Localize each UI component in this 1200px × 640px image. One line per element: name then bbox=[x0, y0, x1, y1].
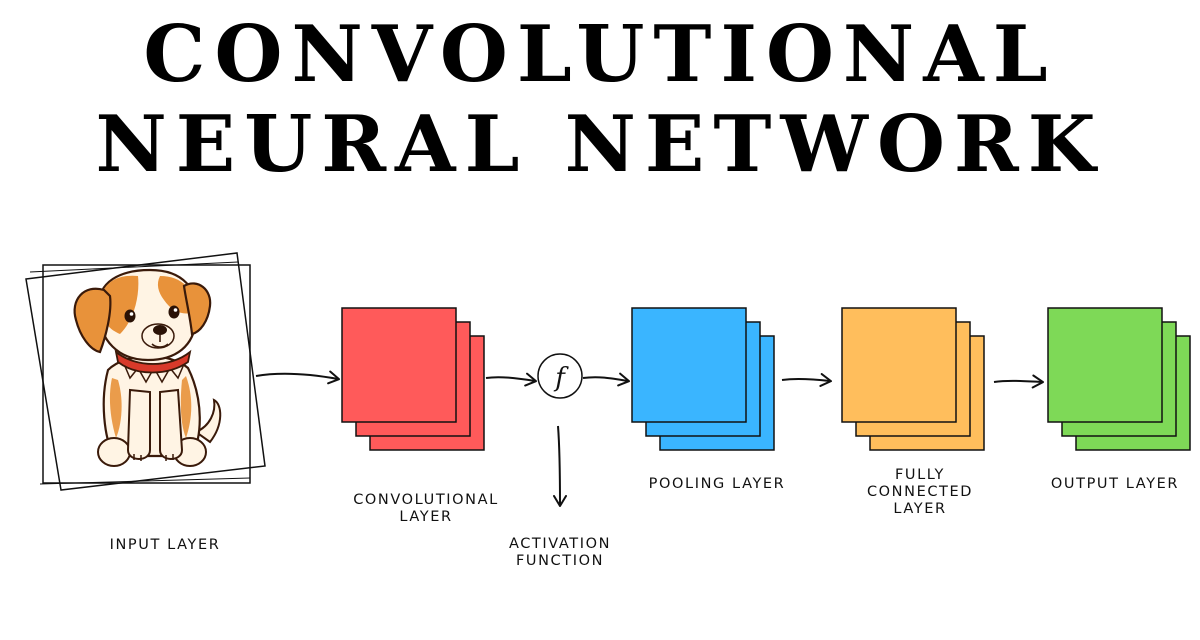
activation-function-label: ACTIVATION FUNCTION bbox=[490, 536, 630, 570]
input-layer-image bbox=[25, 252, 266, 491]
fully-connected-layer-label: FULLY CONNECTED LAYER bbox=[850, 467, 990, 518]
arrow-activation-to-pooling bbox=[582, 372, 630, 387]
conv-label-line-1: CONVOLUTIONAL bbox=[353, 492, 499, 508]
fc-label-line-1: FULLY bbox=[894, 467, 946, 483]
dog-collar bbox=[114, 349, 192, 374]
arrow-conv-to-activation bbox=[485, 372, 537, 387]
input-layer-label-text: INPUT LAYER bbox=[109, 537, 221, 553]
pooling-layer-label: POOLING LAYER bbox=[630, 476, 804, 493]
conv-label-line-2: LAYER bbox=[399, 509, 453, 525]
fc-label-line-2: CONNECTED bbox=[866, 484, 974, 500]
arrow-fc-to-output bbox=[993, 374, 1044, 389]
activation-function-node: f bbox=[537, 353, 583, 399]
arrow-input-to-conv bbox=[255, 370, 340, 385]
arrow-pooling-to-fc bbox=[781, 373, 832, 387]
dog-ear-left bbox=[73, 287, 112, 354]
fc-label-line-3: LAYER bbox=[893, 501, 947, 517]
dog-ear-right bbox=[182, 282, 212, 336]
output-layer-stack bbox=[1047, 307, 1191, 451]
activation-label-line-1: ACTIVATION bbox=[508, 536, 612, 552]
convolutional-layer-stack bbox=[341, 307, 485, 451]
fully-connected-layer-stack bbox=[841, 307, 985, 451]
input-layer-label: INPUT LAYER bbox=[85, 537, 245, 554]
output-layer-label: OUTPUT LAYER bbox=[1036, 476, 1194, 493]
dog-tail bbox=[193, 398, 222, 444]
title-line-2: NEURAL NETWORK bbox=[95, 99, 1105, 190]
arrow-activation-down bbox=[552, 425, 567, 507]
convolutional-layer-label: CONVOLUTIONAL LAYER bbox=[340, 492, 512, 526]
activation-label-line-2: FUNCTION bbox=[515, 553, 605, 569]
dog-icon bbox=[73, 268, 222, 467]
pooling-layer-stack bbox=[631, 307, 775, 451]
output-label-text: OUTPUT LAYER bbox=[1050, 476, 1180, 492]
pooling-label-text: POOLING LAYER bbox=[648, 476, 786, 492]
title-line-1: CONVOLUTIONAL bbox=[143, 9, 1057, 100]
